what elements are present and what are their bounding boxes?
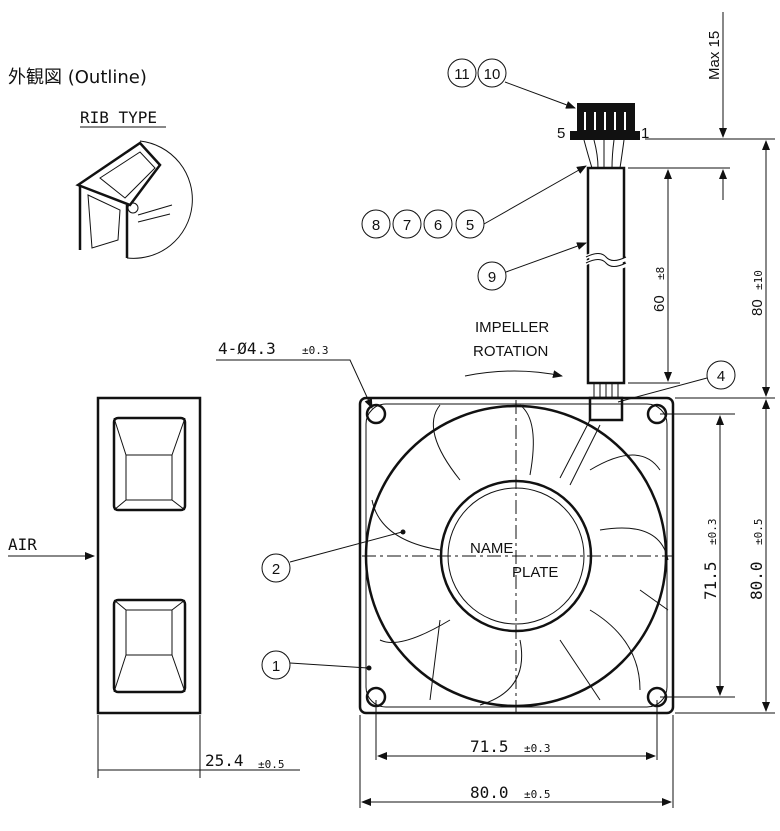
drawing-title: 外観図 (Outline) [8, 67, 147, 88]
lead-wire-cable [583, 139, 629, 398]
name-plate-line1: NAME [470, 540, 513, 557]
lead80-tol: ±10 [752, 270, 765, 290]
lead80-value: 80 [749, 299, 766, 316]
fan-side-view [96, 396, 202, 715]
balloon-1: 1 [272, 658, 280, 675]
width-v-value: 80.0 [747, 561, 766, 600]
balloon-11: 11 [454, 66, 470, 83]
lead60-value: 60 [651, 295, 668, 312]
width-h-tol: ±0.5 [524, 788, 551, 801]
hole-spec-leader [216, 359, 373, 409]
hole-pitch-v-value: 71.5 [701, 561, 720, 600]
hole-pitch-h-value: 71.5 [470, 737, 509, 756]
thickness-value: 25.4 [205, 751, 244, 770]
connector [570, 103, 640, 140]
balloon-7: 7 [403, 217, 411, 234]
rotation-arrow [464, 370, 563, 379]
balloon-10: 10 [484, 66, 501, 83]
balloon-8: 8 [372, 217, 380, 234]
balloon-5: 5 [466, 217, 474, 234]
thickness-tol: ±0.5 [258, 758, 285, 771]
width-h-value: 80.0 [470, 783, 509, 802]
name-plate-line2: PLATE [512, 564, 558, 581]
rib-type-label: RIB TYPE [80, 108, 157, 127]
connector-pin-5-label: 5 [557, 125, 565, 142]
hole-pitch-v-tol: ±0.3 [706, 519, 719, 546]
lead60-tol: ±8 [654, 267, 667, 280]
thickness-dimension [97, 715, 300, 778]
hole-spec-tol: ±0.3 [302, 344, 329, 357]
impeller-label-line1: IMPELLER [475, 319, 549, 336]
connector-pin-1-label: 1 [641, 125, 649, 142]
front-horizontal-dimensions [359, 700, 674, 808]
balloon-4: 4 [717, 368, 725, 385]
impeller-label-line2: ROTATION [473, 343, 548, 360]
hole-pitch-h-tol: ±0.3 [524, 742, 551, 755]
lead-dimensions [628, 12, 775, 399]
hole-spec-value: 4-Ø4.3 [218, 339, 276, 358]
balloon-2: 2 [272, 561, 280, 578]
balloon-6: 6 [434, 217, 442, 234]
max15-label: Max 15 [706, 31, 723, 80]
rib-detail-illustration [75, 140, 193, 259]
fan-front-view [358, 396, 675, 715]
balloon-9: 9 [488, 269, 496, 286]
air-label: AIR [8, 535, 37, 554]
front-vertical-dimensions [660, 399, 775, 714]
width-v-tol: ±0.5 [752, 519, 765, 546]
part-balloons [261, 58, 736, 680]
